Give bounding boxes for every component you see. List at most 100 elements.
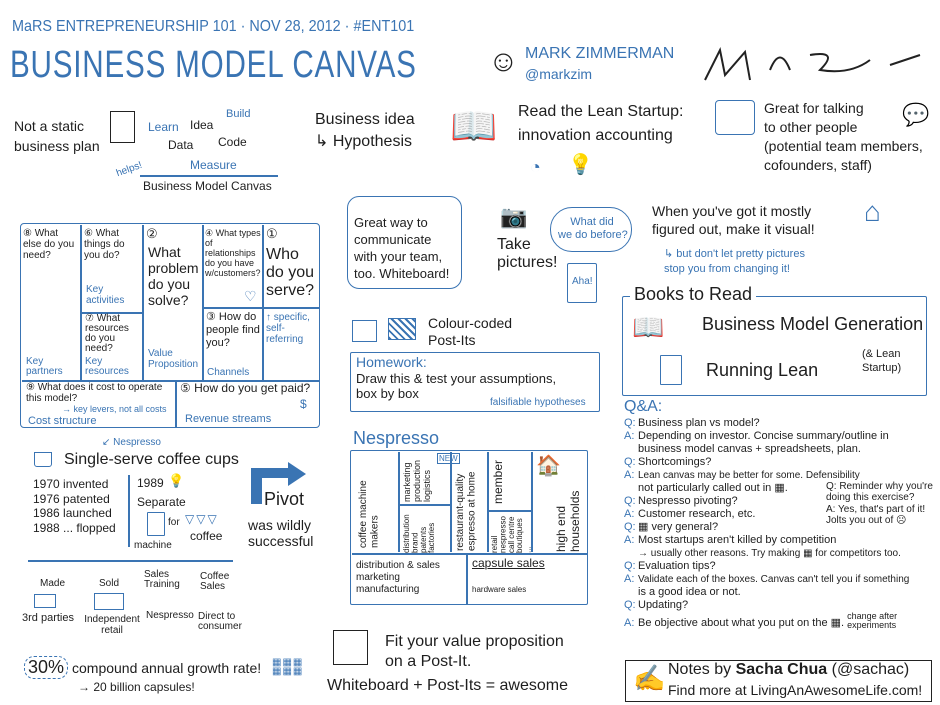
qa-line: A:Be objective about what you put on the… — [624, 612, 938, 630]
divider — [140, 175, 278, 177]
qa-line: Q:Updating? — [624, 599, 938, 612]
qa-prefix: Q: — [624, 495, 636, 507]
house-icon: 🏠 — [536, 455, 561, 477]
aha-text: Aha! — [572, 276, 593, 287]
chain-sold: Sold — [99, 578, 120, 589]
closed-book-icon — [660, 355, 682, 385]
store-icon — [94, 593, 124, 610]
cost-question: ⑨ What does it cost to operate this mode… — [26, 382, 163, 404]
lightbulb-icon: 💡 — [568, 154, 593, 176]
event-line: MaRS ENTREPRENEURSHIP 101 · NOV 28, 2012… — [12, 18, 415, 35]
capsules-icon: ▦▦▦▦▦▦ — [272, 657, 304, 677]
heart-icon: ♡ — [244, 288, 257, 304]
nespresso-title: Nespresso — [353, 428, 440, 448]
segments-note: ↑ specific, self-referring — [266, 312, 310, 345]
partners-question: ⑧ What else do you need? — [23, 228, 75, 261]
qa-line: Q:Shortcomings? — [624, 456, 938, 469]
chain-independent-retail: Independent retail — [84, 614, 140, 636]
speaker-name: MARK ZIMMERMAN — [525, 45, 675, 62]
machine-label: machine — [134, 540, 172, 551]
qa-text: ▦ very general? — [638, 521, 719, 533]
business-idea-text: Business idea — [315, 111, 415, 128]
channels-question: ③ How do people find you? — [206, 311, 260, 349]
chain-made: Made — [40, 578, 66, 589]
qa-text: Most startups aren't killed by competiti… — [638, 534, 837, 546]
qa-text: business model canvas + spreadsheets, pl… — [638, 443, 861, 455]
qa-side-question: Q: Reminder why you're doing this exerci… — [826, 481, 933, 503]
book-business-model-generation: Business Model Generation — [702, 314, 924, 334]
aha-frame — [567, 263, 597, 303]
relationships-question: ④ What types of relationships do you hav… — [205, 228, 261, 278]
key-resources-label: Key resources — [85, 356, 129, 377]
chain-sales-training: Sales Training — [144, 569, 180, 590]
nespresso-canvas — [350, 450, 588, 605]
speaker-handle: @markzim — [525, 66, 593, 82]
qa-side-answer: A: Yes, that's part of it! Jolts you out… — [826, 504, 926, 526]
helps-label: helps! — [114, 159, 144, 180]
house-coffee-icon: ⌂ — [864, 196, 881, 227]
machine-icon — [147, 512, 165, 536]
canvas-icon — [715, 100, 755, 135]
signature-icon — [704, 46, 921, 81]
chain-nespresso: Nespresso — [146, 610, 194, 621]
channels-label: Channels — [207, 367, 250, 378]
nespresso-revenue: capsule sales — [472, 556, 545, 570]
revenue-question: ⑤ How do you get paid? — [180, 381, 311, 395]
for-label: for — [168, 517, 180, 528]
coffee-cup-icon — [34, 452, 52, 467]
open-book-icon: 📖 — [632, 312, 665, 342]
qa-line: A:Most startups aren't killed by competi… — [624, 534, 938, 547]
qa-prefix: Q: — [624, 560, 636, 572]
credit-box — [625, 660, 932, 702]
qa-text: is a good idea or not. — [638, 586, 741, 598]
nespresso-segments: high end households — [554, 490, 582, 552]
plan-doc-icon — [110, 111, 135, 143]
clock-icon: ◔ — [530, 157, 541, 177]
qa-prefix: A: — [624, 508, 635, 520]
camera-icon: 📷 — [500, 204, 528, 229]
growth-percent: 30% — [24, 656, 69, 679]
books-title: Books to Read — [630, 284, 757, 305]
hypothesis-text: ↳ Hypothesis — [315, 133, 412, 150]
speech-bubble-icon: 💬 — [902, 102, 930, 127]
single-serve-title: Single-serve coffee cups — [64, 451, 239, 468]
postit-icon — [333, 630, 368, 665]
qa-text: Evaluation tips? — [638, 560, 716, 572]
value-number: ② — [146, 226, 158, 241]
qa-line: Q:Nespresso pivoting? — [624, 495, 938, 508]
book-icon: 📖 — [450, 106, 498, 148]
bmc-label: Business Model Canvas — [143, 179, 272, 193]
segments-question: Who do you serve? — [266, 246, 315, 299]
nespresso-activities: marketing production logistics — [402, 459, 432, 502]
pivot-arrow-icon — [251, 462, 306, 504]
cost-structure-label: Cost structure — [28, 415, 97, 427]
new-badge: NEW — [437, 453, 460, 464]
qa-line: not particularly called out in ▦. — [624, 482, 938, 495]
speaker-face-icon: ☺ — [488, 45, 519, 78]
postit-plain-icon — [352, 320, 377, 342]
nespresso-partners: coffee machine makers — [358, 480, 381, 548]
lightbulb-icon-2: 💡 — [168, 473, 185, 488]
awesome-text: Whiteboard + Post-Its = awesome — [327, 677, 568, 694]
lean-startup-text: Read the Lean Startup: — [518, 103, 684, 120]
qa-prefix: Q: — [624, 599, 636, 611]
chain-direct: Direct to consumer — [198, 611, 242, 632]
credit-link[interactable]: Find more at LivingAnAwesomeLife.com! — [668, 682, 923, 698]
qa-line: A:Customer research, etc. — [624, 508, 938, 521]
measure-label: Measure — [190, 158, 237, 172]
qa-text: → usually other reasons. Try making ▦ fo… — [638, 548, 901, 559]
value-question: What problem do you solve? — [148, 244, 199, 308]
postit-shaded-icon — [388, 318, 416, 340]
nespresso-channels: retail nespresso call centre boutiques .… — [490, 516, 533, 553]
books-box — [622, 296, 927, 396]
chain-coffee-sales: Coffee Sales — [200, 571, 230, 592]
homework-box — [350, 352, 600, 412]
